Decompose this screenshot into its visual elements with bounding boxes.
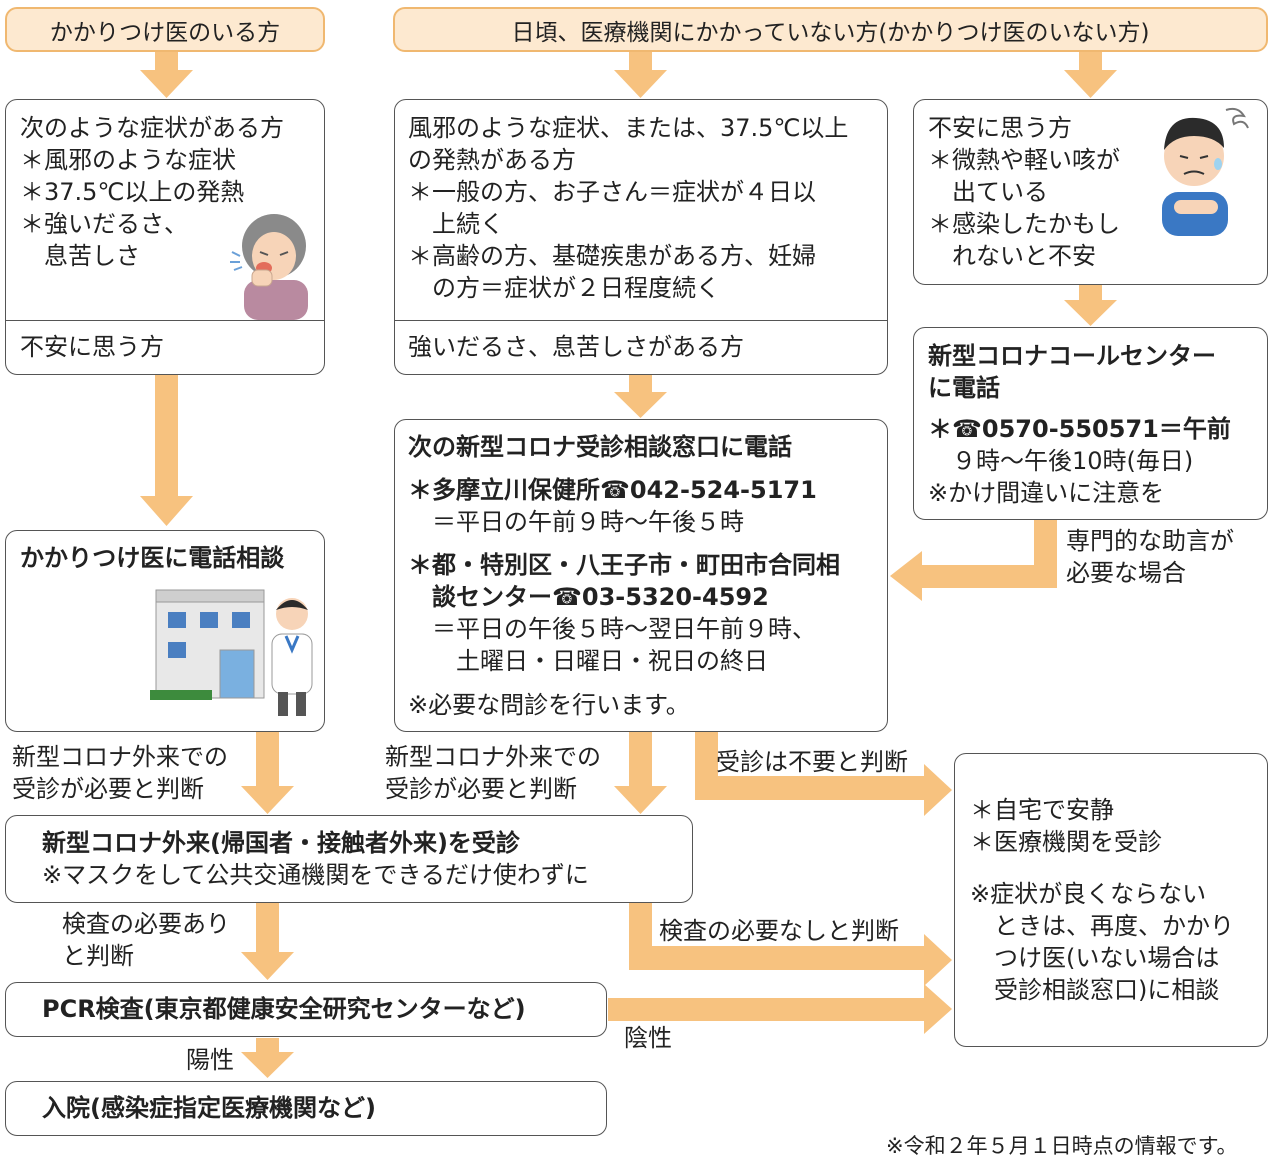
callcenter-title: に電話: [928, 374, 1000, 402]
header-without-family-doctor-label: 日頃、医療機関にかかっていない方(かかりつけ医のいない方): [511, 19, 1150, 46]
label-outpatient-needed-left: 受診が必要と判断: [12, 775, 204, 803]
callcenter-box: [913, 327, 1268, 520]
symptoms-item: 息苦しさ: [20, 242, 140, 270]
arrow-not-needed: [695, 732, 952, 816]
outpatient-box: [5, 815, 693, 903]
pcr-title: PCR検査(東京都健康安全研究センターなど): [42, 995, 526, 1023]
consultation-hours: 土曜日・日曜日・祝日の終日: [408, 647, 768, 675]
consultation-box: [394, 419, 888, 732]
arrow-expert-advice: [890, 520, 1057, 601]
label-positive: 陽性: [186, 1046, 234, 1074]
symptoms-item: ＊37.5℃以上の発熱: [20, 178, 245, 206]
header-with-family-doctor-label: かかりつけ医のいる方: [49, 19, 281, 46]
label-outpatient-needed-mid: 新型コロナ外来での: [385, 743, 601, 771]
label-outpatient-needed-left: 新型コロナ外来での: [12, 743, 228, 771]
symptoms-item: ＊強いだるさ、: [20, 210, 188, 238]
consultation-hours: ＝平日の午前９時～午後５時: [408, 508, 744, 536]
stay-home-note: ※症状が良くならない: [970, 880, 1207, 908]
arrow-header-mid: [614, 52, 667, 98]
stay-home-item: ＊医療機関を受診: [970, 828, 1162, 856]
anxious-item: 出ている: [928, 178, 1048, 206]
cold-symptoms-item: の方＝症状が２日程度続く: [408, 274, 720, 302]
hospital-title: 入院(感染症指定医療機関など): [42, 1094, 376, 1122]
arrow-to-callcenter: [1064, 284, 1117, 326]
arrow-consult-to-outpatient: [614, 732, 667, 814]
arrow-positive: [241, 1038, 294, 1078]
label-consult-not-needed: 受診は不要と判断: [716, 748, 908, 776]
callcenter-title: 新型コロナコールセンター: [928, 342, 1216, 370]
cold-symptoms-footer: 強いだるさ、息苦しさがある方: [408, 333, 744, 361]
anxious-item: ＊感染したかもし: [928, 210, 1120, 238]
stay-home-item: ＊自宅で安静: [970, 796, 1114, 824]
stay-home-note: ときは、再度、かかり: [970, 912, 1234, 940]
consultation-contact: 談センター☎03-5320-4592: [408, 583, 769, 611]
pcr-box: [5, 982, 607, 1037]
clinic-doctor-illustration: [150, 589, 313, 716]
arrow-header-right: [1064, 52, 1117, 98]
label-test-needed: と判断: [62, 942, 134, 970]
cold-symptoms-item: 上続く: [408, 210, 504, 238]
consultation-note: ※必要な問診を行います。: [408, 691, 690, 719]
consultation-hours: ＝平日の午後５時～翌日午前９時、: [408, 615, 816, 643]
family-doctor-title: かかりつけ医に電話相談: [20, 544, 285, 572]
header-with-family-doctor: かかりつけ医のいる方: [5, 7, 325, 52]
label-test-needed: 検査の必要あり: [62, 910, 230, 938]
outpatient-note: ※マスクをして公共交通機関をできるだけ使わずに: [42, 861, 589, 889]
arrow-to-consult: [614, 374, 667, 418]
arrow-test-not-needed: [629, 902, 952, 986]
label-expert-advice: 必要な場合: [1066, 559, 1186, 587]
cold-symptoms-item: ＊一般の方、お子さん＝症状が４日以: [408, 178, 816, 206]
arrow-to-family-doctor: [140, 374, 193, 526]
arrow-family-to-outpatient: [241, 732, 294, 814]
callcenter-note: ※かけ間違いに注意を: [928, 479, 1165, 507]
symptoms-title: 次のような症状がある方: [20, 114, 284, 142]
label-outpatient-needed-mid: 受診が必要と判断: [385, 775, 577, 803]
arrow-outpatient-to-pcr: [241, 902, 294, 980]
consultation-contact: ＊都・特別区・八王子市・町田市合同相: [408, 551, 840, 579]
arrow-negative: [608, 984, 952, 1034]
symptoms-item: ＊風邪のような症状: [20, 146, 236, 174]
header-without-family-doctor: 日頃、医療機関にかかっていない方(かかりつけ医のいない方): [393, 7, 1268, 52]
cold-symptoms-divider: [395, 320, 887, 321]
coughing-person-illustration: [230, 214, 308, 320]
arrow-header-left: [140, 52, 193, 98]
stay-home-note: つけ医(いない場合は: [970, 944, 1220, 972]
anxious-item: れないと不安: [928, 242, 1096, 270]
cold-symptoms-item: ＊高齢の方、基礎疾患がある方、妊婦: [408, 242, 816, 270]
cold-symptoms-line: 風邪のような症状、または、37.5℃以上: [408, 114, 849, 142]
label-test-not-needed: 検査の必要なしと判断: [659, 917, 899, 945]
label-expert-advice: 専門的な助言が: [1066, 527, 1234, 555]
consultation-contact: ＊多摩立川保健所☎042-524-5171: [408, 476, 817, 504]
hospital-box: [5, 1081, 607, 1136]
anxious-title: 不安に思う方: [928, 114, 1072, 142]
footnote: ※令和２年５月１日時点の情報です。: [886, 1134, 1238, 1158]
anxious-item: ＊微熱や軽い咳が: [928, 146, 1120, 174]
stay-home-note: 受診相談窓口)に相談: [970, 976, 1220, 1004]
outpatient-title: 新型コロナ外来(帰国者・接触者外来)を受診: [42, 829, 520, 857]
cold-symptoms-box: [394, 99, 888, 375]
consultation-title: 次の新型コロナ受診相談窓口に電話: [408, 433, 792, 461]
symptoms-footer: 不安に思う方: [20, 333, 164, 361]
stay-home-box: [954, 753, 1268, 1047]
symptoms-divider: [6, 320, 324, 321]
cold-symptoms-line: の発熱がある方: [408, 146, 576, 174]
label-negative: 陰性: [624, 1024, 672, 1052]
worried-man-illustration: [1162, 107, 1249, 236]
callcenter-tel: ＊☎0570-550571＝午前: [928, 415, 1231, 443]
callcenter-hours: ９時～午後10時(毎日): [928, 447, 1194, 475]
